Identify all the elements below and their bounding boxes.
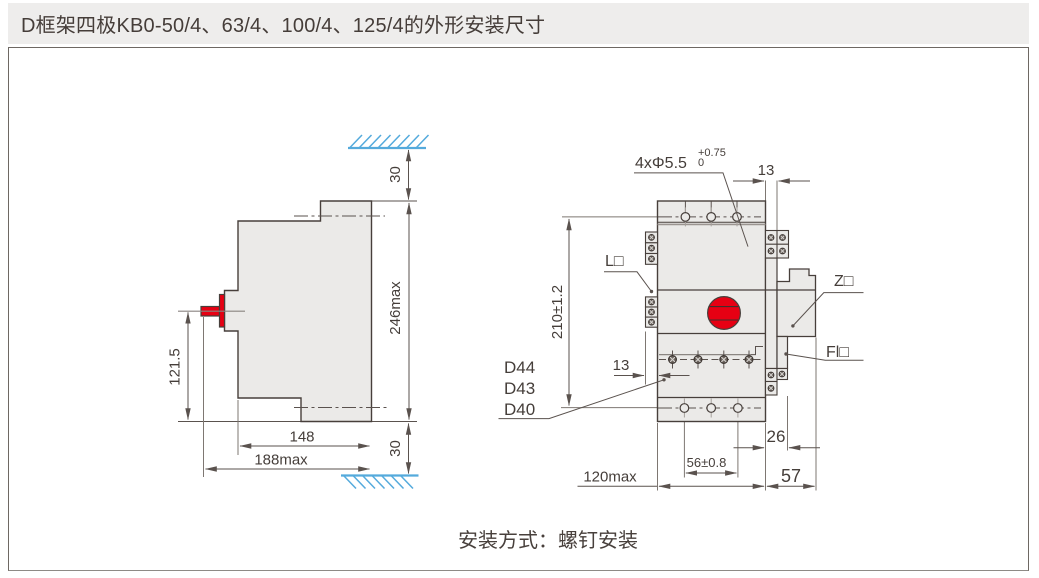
breaker-side-profile <box>223 200 373 423</box>
hatch-line <box>406 134 420 149</box>
hatch-line <box>396 134 411 149</box>
leader-line <box>634 172 749 247</box>
screw-icon <box>778 370 786 378</box>
hatch-line <box>343 475 357 490</box>
dim-mount-hole-pitch-v-text: 210±1.2 <box>549 285 566 339</box>
leader-line <box>792 292 864 327</box>
dim-mount-pitch-v: 210±1.2 <box>549 218 572 407</box>
hatch-line <box>349 134 363 149</box>
leader-line <box>785 353 864 361</box>
screw-icon <box>648 308 655 316</box>
dim-top-clearance-text: 30 <box>387 166 404 183</box>
drawing-panel <box>8 47 1029 571</box>
right-terminal-blocks-top <box>764 229 790 259</box>
hatch-line <box>368 134 382 149</box>
dim-handle-height: 121.5 <box>167 311 191 421</box>
dim-total-depth-text: 188max <box>254 452 308 469</box>
label-l: L□ <box>604 253 654 294</box>
screw-icon <box>767 371 775 379</box>
left-side-view: 30 246max 30 121.5 148 188max <box>167 134 430 490</box>
floor-hatch-icon <box>341 474 419 490</box>
dim-body-depth-text: 148 <box>289 429 314 446</box>
dim-total-width-text: 120max <box>583 469 637 486</box>
screw-icon <box>779 247 786 255</box>
hatch-line <box>377 134 392 149</box>
screw-icon <box>767 247 775 255</box>
leader-line <box>498 379 665 420</box>
dim-right-offset: 26 <box>733 427 820 451</box>
screw-icon <box>648 318 655 326</box>
label-z-text: Z□ <box>834 273 854 290</box>
dim-bottom-clearance-text: 30 <box>387 440 404 457</box>
leader-dot <box>784 352 788 356</box>
hatch-line <box>415 134 430 149</box>
holes-note-text: 4xΦ5.5 <box>635 155 687 172</box>
leader-dot <box>791 324 795 328</box>
dim-bottom-clearance: 30 <box>387 422 412 475</box>
hatch-line <box>352 475 367 490</box>
leader-dot <box>662 378 666 382</box>
trip-button-face <box>706 296 741 331</box>
front-view: 4xΦ5.5 +0.75 0 13 210±1.2 L□ Z□ Fl <box>498 147 864 491</box>
leader-line <box>604 271 652 292</box>
caption-text: 安装方式：螺钉安装 <box>458 530 638 552</box>
model-1-text: D44 <box>504 358 535 377</box>
leader-dot <box>649 289 654 294</box>
left-terminal-blocks-bottom <box>644 296 659 328</box>
screw-icon <box>767 234 775 241</box>
dim-total-height: 246max <box>387 202 412 421</box>
holes-tol-upper-text: +0.75 <box>698 147 726 159</box>
label-l-text: L□ <box>605 253 624 270</box>
dim-extension-width: 57 <box>766 466 816 489</box>
right-terminal-blocks-bottom <box>764 367 789 396</box>
hatch-line <box>381 475 395 490</box>
hatch-line <box>371 475 386 490</box>
screw-icon <box>648 255 655 263</box>
model-2-text: D43 <box>504 379 535 398</box>
terminal-row-step <box>751 346 763 356</box>
holes-callout: 4xΦ5.5 +0.75 0 <box>634 147 749 247</box>
dim-right-offset-text: 26 <box>767 427 786 446</box>
ceiling-hatch-icon <box>348 134 430 150</box>
dim-tab-width-text: 13 <box>758 162 775 179</box>
label-fl-text: Fl□ <box>826 344 849 361</box>
screw-icon <box>648 234 655 241</box>
dim-total-depth: 188max <box>204 452 371 472</box>
side-tab <box>764 257 778 370</box>
caption: 安装方式：螺钉安装 <box>348 524 748 553</box>
dim-extension-width-text: 57 <box>781 466 801 486</box>
hatch-line <box>400 475 414 490</box>
screw-icon <box>767 384 775 392</box>
dim-side-offset: 13 <box>613 357 690 379</box>
hatch-line <box>390 475 405 490</box>
dim-handle-height-text: 121.5 <box>167 348 184 386</box>
side-extension <box>776 268 817 338</box>
dim-mount-hole-pitch-h-text: 56±0.8 <box>687 455 727 470</box>
left-terminal-blocks-top <box>644 231 659 265</box>
screw-icon <box>779 234 786 241</box>
dim-tab-width: 13 <box>733 162 810 184</box>
hatch-line <box>362 475 376 490</box>
hatch-line <box>358 134 373 149</box>
model-list: D44 D43 D40 <box>498 358 666 420</box>
screw-icon <box>648 244 655 252</box>
dim-mount-pitch-h: 56±0.8 <box>685 455 738 476</box>
dim-body-depth: 148 <box>239 429 371 449</box>
dim-total-height-text: 246max <box>387 281 404 335</box>
dim-total-width: 120max <box>577 469 765 489</box>
screw-icon <box>648 298 655 306</box>
hatch-line <box>387 134 401 149</box>
title-bar: D框架四极KB0-50/4、63/4、100/4、125/4的外形安装尺寸 <box>8 3 1029 44</box>
label-z: Z□ <box>791 273 864 328</box>
trip-button[interactable] <box>706 296 741 331</box>
page-title: D框架四极KB0-50/4、63/4、100/4、125/4的外形安装尺寸 <box>21 15 546 37</box>
model-3-text: D40 <box>504 400 535 419</box>
dim-top-clearance: 30 <box>387 149 412 201</box>
dim-side-offset-text: 13 <box>613 357 630 374</box>
holes-tol-lower-text: 0 <box>698 157 704 169</box>
label-fl: Fl□ <box>784 344 864 361</box>
